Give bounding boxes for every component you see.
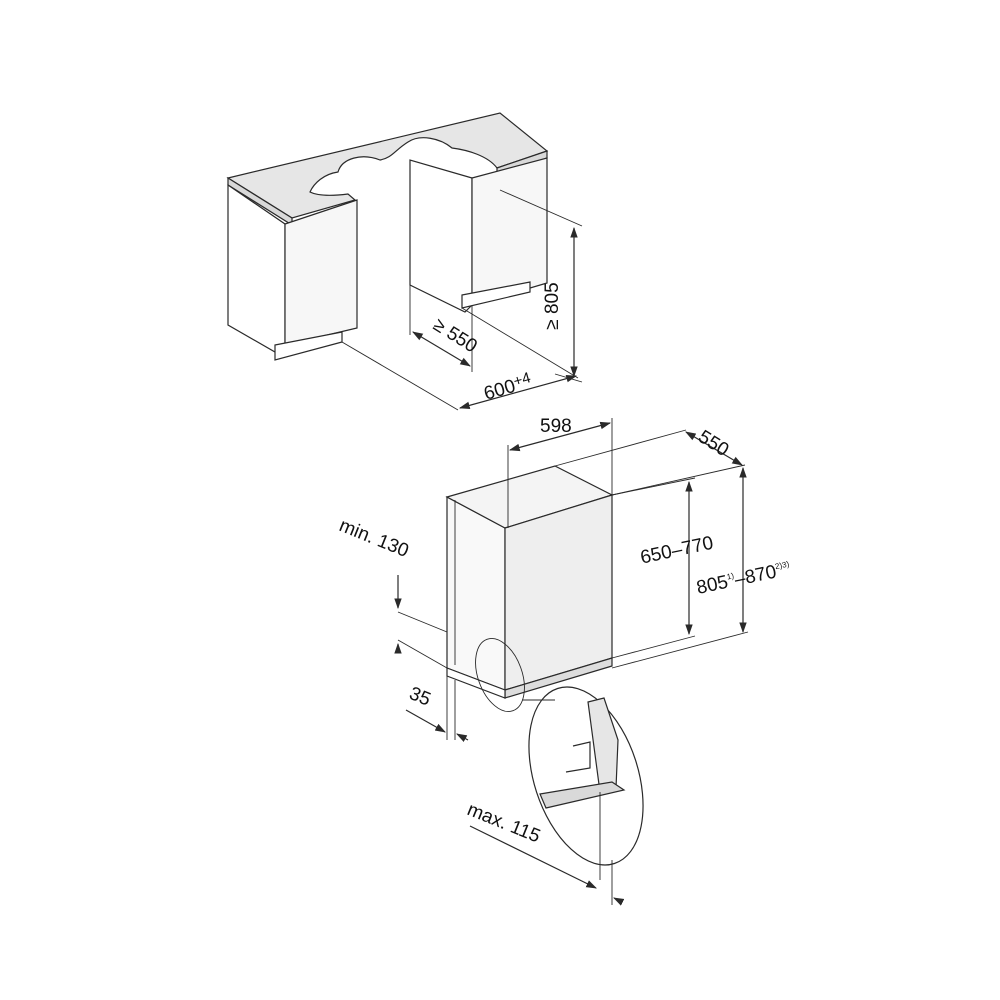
appliance-foot	[446, 667, 506, 699]
plinth-height-label: min. 130	[336, 515, 411, 562]
niche-depth-label: ≥ 550	[429, 314, 480, 357]
plinth-depth-arrow	[405, 709, 446, 733]
left-cabinet-front	[284, 199, 358, 346]
right-cabinet-plinth	[461, 281, 531, 309]
total-height-min: 805	[695, 572, 730, 599]
detail-small-circle	[475, 638, 525, 712]
appliance-width-arrow	[508, 421, 612, 452]
niche-width-label: 600+4	[481, 369, 534, 405]
total-height-max-note: 2)3)	[774, 559, 790, 571]
appliance-illustration	[445, 465, 614, 699]
offset-label: max. 115	[464, 799, 543, 847]
detail-plinth	[539, 781, 626, 809]
total-height-min-note: 1)	[726, 571, 735, 581]
total-height-label: 8051)–8702)3)	[695, 558, 793, 598]
detail-callout	[475, 638, 644, 880]
niche-depth-arrow	[412, 331, 471, 367]
door-height-label: 650–770	[638, 533, 715, 569]
total-height-max: 870	[743, 561, 778, 588]
appliance-door	[504, 494, 613, 691]
right-cabinet-inner-side	[409, 159, 473, 313]
detail-notch	[565, 741, 591, 773]
plinth-depth-label: 35	[406, 683, 433, 710]
niche-height-label: ≥ 805	[542, 282, 563, 329]
detail-magnified-circle	[528, 686, 644, 866]
total-height-sep: –	[733, 568, 748, 591]
niche-illustration	[226, 112, 549, 361]
offset-arrow	[469, 825, 597, 889]
appliance-depth-arrow	[685, 431, 743, 466]
right-cabinet-front	[471, 157, 548, 306]
detail-door-edge	[587, 697, 619, 793]
niche-width-arrow	[458, 374, 578, 410]
niche-width-tolerance: +4	[512, 369, 533, 390]
appliance-width-label: 598	[540, 416, 572, 437]
counter-top	[226, 112, 549, 219]
